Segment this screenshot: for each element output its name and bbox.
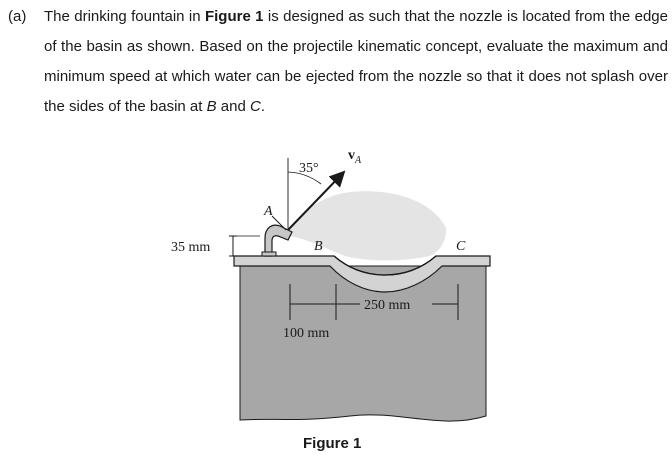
point-b-ref: B <box>206 98 217 115</box>
velocity-subscript: A <box>354 155 362 166</box>
point-c-ref: C <box>250 98 261 115</box>
figure-caption: Figure 1 <box>303 435 362 452</box>
point-a-label: A <box>263 204 273 219</box>
dim-100-label: 100 mm <box>283 326 329 341</box>
velocity-label: vA <box>348 148 362 166</box>
dim-250-label: 250 mm <box>364 298 410 313</box>
question-text-part-4: . <box>260 98 266 115</box>
angle-label: 35° <box>299 161 319 176</box>
point-b-label: B <box>314 239 323 254</box>
figure-reference: Figure 1 <box>204 8 264 25</box>
question-text-part-1: The drinking fountain in <box>44 8 205 25</box>
question-text-part-2: is designed as such that the nozzle is l… <box>44 8 668 115</box>
basin-surface <box>333 255 437 276</box>
question-text-part-3: and <box>216 98 250 115</box>
velocity-arrow <box>287 170 346 231</box>
height-dim-label: 35 mm <box>171 240 210 255</box>
angle-arc <box>287 171 322 185</box>
velocity-v: v <box>348 148 355 163</box>
fountain-body <box>239 265 487 422</box>
point-c-label: C <box>456 239 466 254</box>
question-label: (a) <box>8 8 27 25</box>
water-spray <box>286 191 447 261</box>
question-text: The drinking fountain in Figure 1 is des… <box>44 2 668 122</box>
nozzle-base <box>261 251 277 257</box>
nozzle <box>264 224 293 257</box>
leader-a <box>271 215 287 231</box>
